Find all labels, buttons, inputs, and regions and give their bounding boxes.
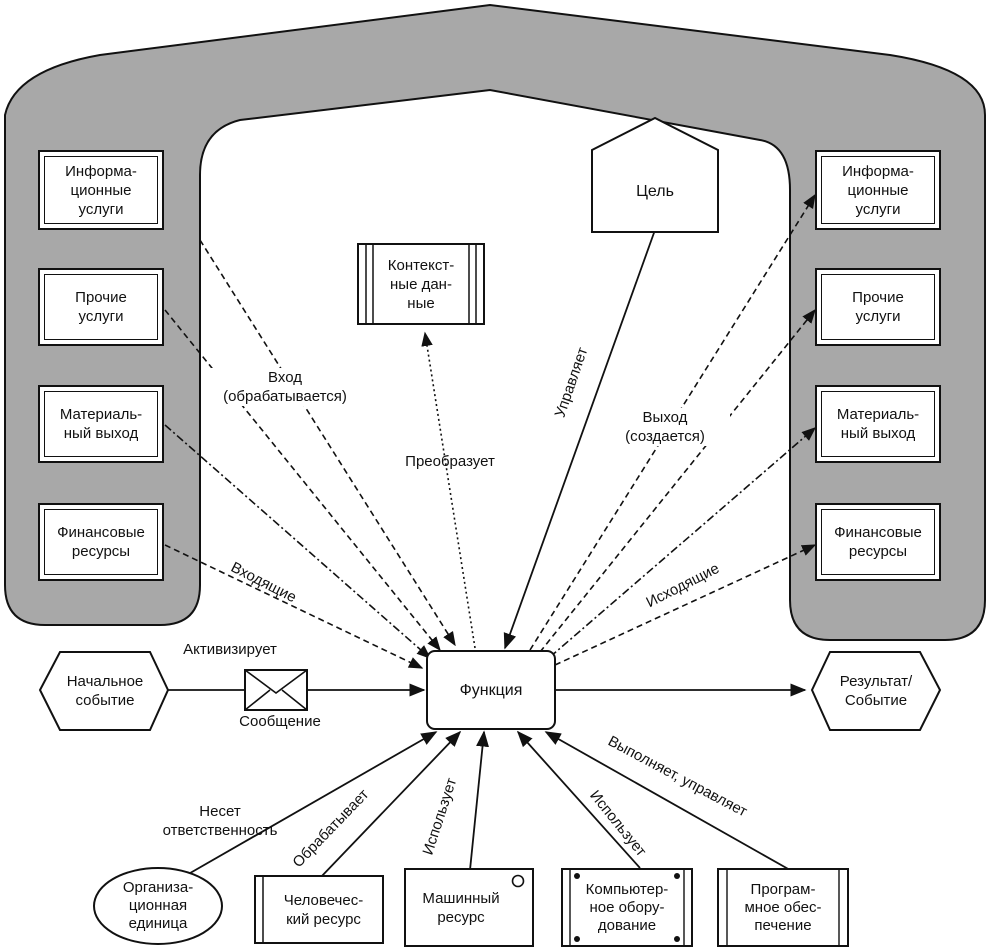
left-resource-other: Прочие услуги [38, 268, 164, 346]
edge-org [177, 731, 438, 881]
right-resource-material: Материаль- ный выход [815, 385, 941, 463]
edge-label-message: Сообщение [239, 713, 321, 730]
context-data-label: Контекст- ные дан- ные [387, 256, 455, 312]
edge-other-in [164, 309, 441, 652]
machine-resource-shape [404, 868, 534, 947]
right-resource-other-label: Прочие услуги [852, 289, 904, 325]
software-node: Програм- мное обес- печение [728, 869, 838, 946]
human-resource-label: Человечес- кий ресурс [283, 891, 364, 928]
left-inputs [164, 239, 456, 669]
edge-label-output: Выход (создается) [600, 408, 730, 446]
edge-controls [503, 229, 656, 650]
edge-label-responsible: Несет ответственность [162, 803, 278, 839]
start-event-node: Начальное событие [44, 652, 166, 730]
left-resource-info: Информа- ционные услуги [38, 150, 164, 230]
org-unit-shape [93, 867, 223, 945]
edge-software [544, 731, 791, 871]
right-resource-info: Информа- ционные услуги [815, 150, 941, 230]
bottom-edges [177, 730, 791, 881]
org-unit-label: Организа- ционная единица [122, 879, 194, 932]
left-resource-other-label: Прочие услуги [75, 289, 127, 325]
result-event-label: Результат/ Событие [839, 673, 913, 709]
left-resource-finance: Финансовые ресурсы [38, 503, 164, 581]
goal-node: Цель [592, 150, 718, 232]
right-resource-info-label: Информа- ционные услуги [842, 162, 914, 218]
edge-machine [469, 730, 489, 871]
goal-label: Цель [636, 182, 674, 200]
left-resource-material-label: Материаль- ный выход [59, 406, 143, 442]
org-unit-node: Организа- ционная единица [96, 870, 220, 942]
edge-finance-out [554, 544, 817, 666]
right-resource-material-label: Материаль- ный выход [836, 406, 920, 442]
computer-hardware-shape [561, 868, 693, 947]
result-event-node: Результат/ Событие [814, 652, 938, 730]
edge-label-input: Вход (обрабатывается) [205, 368, 365, 406]
edge-label-transforms: Преобразует [405, 453, 495, 470]
function-shape [426, 650, 556, 730]
human-resource-shape [254, 875, 384, 944]
software-label: Програм- мное обес- печение [744, 880, 822, 934]
right-resource-other: Прочие услуги [815, 268, 941, 346]
edge-material-in [164, 424, 432, 659]
edge-label-activates: Активизирует [183, 641, 277, 658]
edge-human [319, 730, 462, 879]
function-node: Функция [427, 651, 555, 729]
edge-transforms [421, 331, 476, 649]
right-resource-finance: Финансовые ресурсы [815, 503, 941, 581]
edge-material-out [549, 427, 817, 658]
function-label: Функция [459, 681, 523, 699]
start-event-label: Начальное событие [66, 673, 144, 709]
right-outputs [529, 193, 817, 666]
right-resource-finance-label: Финансовые ресурсы [834, 524, 922, 560]
start-event-shape [38, 651, 170, 731]
left-resource-finance-label: Финансовые ресурсы [57, 524, 145, 560]
machine-resource-node: Машинный ресурс [405, 869, 517, 946]
machine-resource-label: Машинный ресурс [422, 889, 500, 926]
edge-finance-in [164, 544, 424, 669]
edge-other-out [539, 308, 816, 653]
computer-hardware-node: Компьютер- ное обору- дование [571, 869, 683, 946]
context-data-node: Контекст- ные дан- ные [374, 244, 468, 324]
human-resource-node: Человечес- кий ресурс [264, 876, 383, 943]
edge-computer [516, 730, 641, 869]
result-event-shape [810, 651, 942, 731]
left-resource-info-label: Информа- ционные услуги [65, 162, 137, 218]
left-resource-material: Материаль- ный выход [38, 385, 164, 463]
goal-shape [591, 116, 719, 233]
envelope-icon [244, 669, 308, 711]
computer-hardware-label: Компьютер- ное обору- дование [585, 880, 669, 934]
context-data-shape [357, 243, 485, 325]
software-shape [717, 868, 849, 947]
